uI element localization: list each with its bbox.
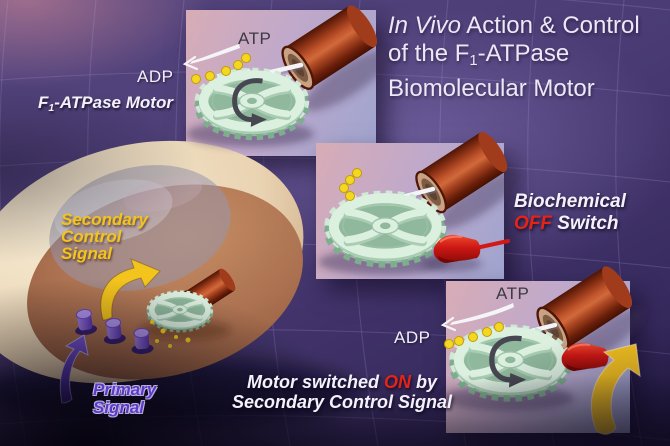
gear-graphic [329, 195, 443, 264]
adp-label-on: ADP [394, 328, 431, 347]
panel-off-artwork [318, 126, 521, 275]
on-word: ON [384, 372, 411, 392]
atp-molecules [339, 168, 362, 201]
secondary-signal-label: Secondary Control Signal [61, 210, 148, 263]
adp-label-running: ADP [137, 67, 174, 86]
primary-signal-label: Primary Signal [93, 380, 157, 417]
off-word: OFF [514, 213, 552, 234]
atp-label-running: ATP [238, 29, 272, 48]
panel-on-artwork [440, 261, 645, 435]
on-switch-caption: Motor switched ON by Secondary Control S… [231, 372, 453, 412]
off-switch-caption: Biochemical OFF Switch [514, 191, 626, 234]
poster-title: In Vivo Action & Control of the F1-ATPas… [388, 12, 668, 103]
title-line-2: of the F1-ATPase [388, 40, 570, 70]
f1-atpase-motor-label: F1-ATPase Motor [38, 93, 173, 114]
panel-running-artwork [182, 0, 393, 147]
atp-label-on: ATP [496, 284, 530, 303]
title-line-3: Biomolecular Motor [388, 75, 595, 103]
title-line-1: In Vivo Action & Control [388, 12, 640, 39]
adp-release-arrow [182, 44, 240, 71]
